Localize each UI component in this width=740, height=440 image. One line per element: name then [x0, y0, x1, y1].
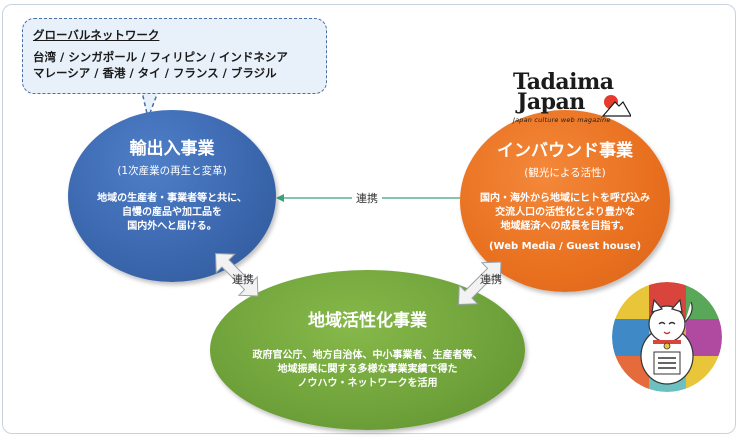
inbound-note: (Web Media / Guest house) — [488, 241, 642, 252]
inbound-body-line2: 交流人口の活性化とより豊かな — [495, 207, 635, 218]
logo-line1: Tadaima — [513, 69, 614, 95]
regional-body-line3: ノウハウ・ネットワークを活用 — [297, 378, 438, 389]
callout-countries-line2: マレーシア / 香港 / タイ / フランス / ブラジル — [33, 66, 277, 80]
export-title: 輸出入事業 — [129, 139, 215, 159]
link-arrow-left — [215, 253, 259, 297]
export-business-circle: 輸出入事業 (1次産業の再生と変革) 地域の生産者・事業者等と共に、 自慢の産品… — [68, 110, 276, 282]
callout-countries-line1: 台湾 / シンガポール / フィリピン / インドネシア — [33, 50, 288, 64]
export-subtitle: (1次産業の再生と変革) — [117, 165, 227, 177]
lucky-cat-badge — [612, 282, 722, 392]
lucky-cat-icon — [612, 282, 722, 392]
link-label-left: 連携 — [232, 273, 254, 286]
fuji-sun-icon — [601, 95, 631, 117]
logo-line2: Japan — [517, 89, 585, 115]
inbound-title: インバウンド事業 — [497, 141, 633, 161]
regional-body-line2: 地域振興に関する多様な事業実績で得た — [277, 364, 458, 375]
export-body-line2: 自慢の産品や加工品を — [122, 207, 222, 218]
inbound-body-line1: 国内・海外から地域にヒトを呼び込み — [480, 193, 650, 204]
regional-title: 地域活性化事業 — [308, 311, 427, 331]
tadaima-japan-logo: Tadaima Japan Japan culture web magazine — [513, 69, 639, 132]
inbound-subtitle: (観光による活性) — [524, 167, 606, 179]
inbound-body-line3: 地域経済への成長を目指す。 — [500, 221, 630, 232]
content-frame — [2, 4, 736, 434]
link-label-right: 連携 — [480, 273, 502, 286]
logo-tagline: Japan culture web magazine — [513, 116, 611, 124]
callout-title: グローバルネットワーク — [33, 28, 160, 42]
regional-body-line1: 政府官公庁、地方自治体、中小事業者、生産者等、 — [252, 350, 483, 361]
export-body-line1: 地域の生産者・事業者等と共に、 — [97, 193, 247, 204]
export-body-line3: 国内外へと届ける。 — [127, 221, 217, 232]
link-label-horizontal: 連携 — [352, 190, 382, 206]
inbound-business-circle: インバウンド事業 (観光による活性) 国内・海外から地域にヒトを呼び込み 交流人… — [460, 110, 670, 292]
link-arrow-right — [458, 261, 502, 305]
global-network-callout: グローバルネットワーク 台湾 / シンガポール / フィリピン / インドネシア… — [22, 18, 327, 94]
